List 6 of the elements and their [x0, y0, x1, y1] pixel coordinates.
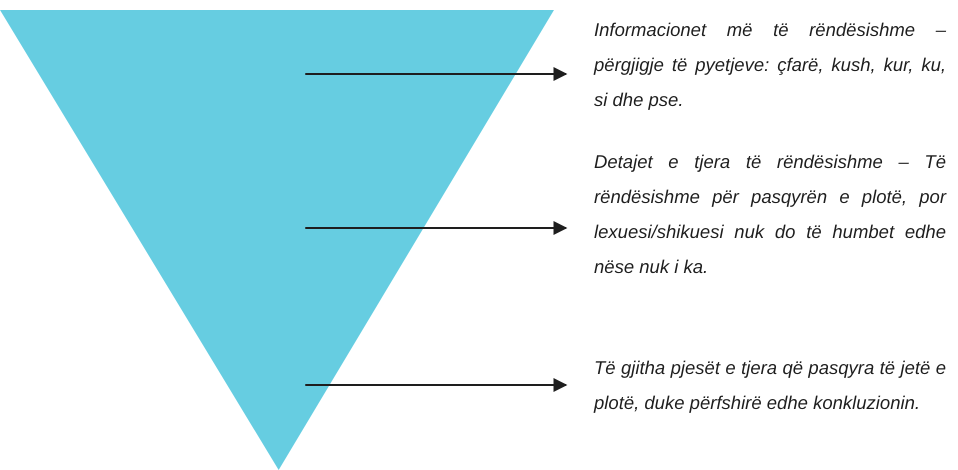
- description-text: Informacionet më të rëndësishme – përgjigje të pyetjeve: çfarë, kush, kur, ku, si dhe pse.: [594, 18, 946, 112]
- arrow: [305, 67, 568, 81]
- arrow: [305, 221, 568, 235]
- arrow: [305, 378, 568, 392]
- description-text: Të gjitha pjesët e tjera që pasqyra të jetë e plotë, duke përfshirë edhe konkluzionin.: [594, 356, 946, 415]
- description-text: Detajet e tjera të rëndësishme – Të rëndësishme për pasqyrën e plotë, por lexuesi/shikuesi nuk do të humbet edhe nëse nuk i ka.: [594, 150, 946, 279]
